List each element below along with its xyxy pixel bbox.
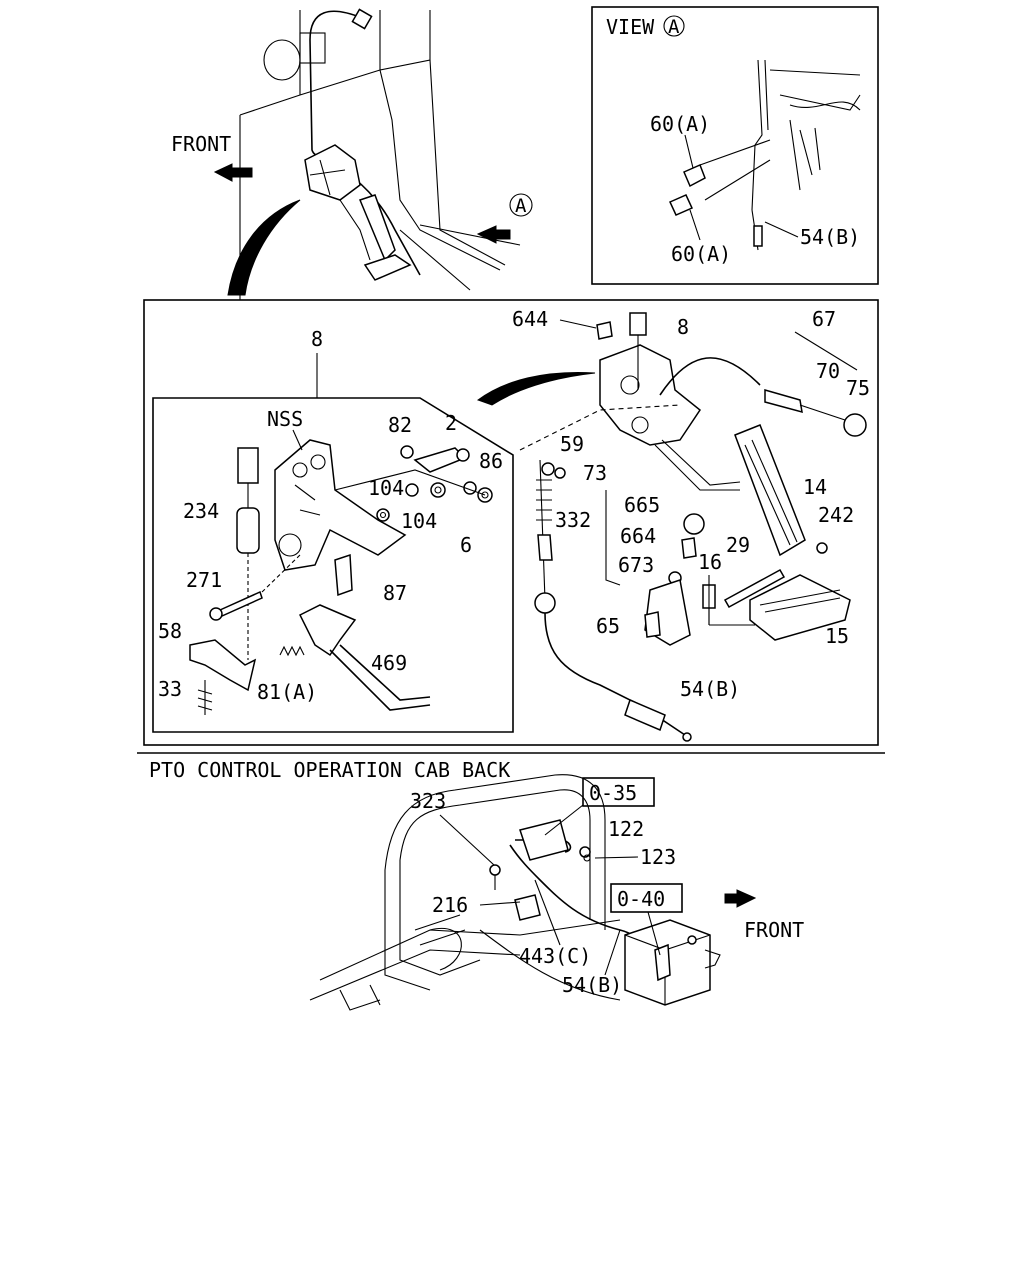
label-pto-front: FRONT (744, 918, 804, 942)
label-58: 58 (158, 619, 182, 643)
view-a-title: VIEW (606, 15, 655, 39)
leader-67 (794, 331, 858, 371)
leader-0-40 (647, 911, 661, 956)
label-104-a: 104 (368, 476, 404, 500)
label-242: 242 (818, 503, 854, 527)
label-70: 70 (816, 359, 840, 383)
ref-0-35-box (582, 777, 655, 807)
main-panel-frame (143, 299, 879, 746)
label-59: 59 (560, 432, 584, 456)
label-2: 2 (445, 411, 457, 435)
label-ref-0-35: 0-35 (589, 781, 637, 805)
leader-323 (439, 814, 495, 866)
label-234: 234 (183, 499, 219, 523)
leader-0-35 (544, 804, 584, 836)
detail-arrow-icon (476, 372, 596, 406)
label-104-b: 104 (401, 509, 437, 533)
label-60a-top: 60(A) (650, 112, 710, 136)
label-644: 644 (512, 307, 548, 331)
label-87: 87 (383, 581, 407, 605)
leader-443c (534, 879, 561, 946)
label-271: 271 (186, 568, 222, 592)
label-nss: NSS (267, 407, 303, 431)
label-332: 332 (555, 508, 591, 532)
label-443c: 443(C) (519, 944, 591, 968)
label-65: 65 (596, 614, 620, 638)
label-60a-bottom: 60(A) (671, 242, 731, 266)
overview-illustration (227, 8, 521, 300)
label-54b-main: 54(B) (680, 677, 740, 701)
view-a-marker-circle (509, 193, 533, 217)
leader-123 (594, 856, 639, 859)
label-122: 122 (608, 817, 644, 841)
label-15: 15 (825, 624, 849, 648)
leader-644 (559, 319, 597, 329)
label-82: 82 (388, 413, 412, 437)
label-673: 673 (618, 553, 654, 577)
label-54b-view: 54(B) (800, 225, 860, 249)
pto-section-title: PTO CONTROL OPERATION CAB BACK (149, 758, 510, 782)
ref-0-40-box (610, 883, 683, 913)
label-73: 73 (583, 461, 607, 485)
label-29: 29 (726, 533, 750, 557)
pto-front-arrow-icon (724, 889, 757, 908)
label-54b-pto: 54(B) (562, 973, 622, 997)
leader-216 (479, 901, 521, 906)
pto-illustration (309, 774, 721, 1011)
label-14: 14 (803, 475, 827, 499)
label-67: 67 (812, 307, 836, 331)
subassembly-callout: 8 (311, 327, 323, 351)
assembly-illustration (519, 312, 867, 742)
label-16: 16 (698, 550, 722, 574)
label-81a: 81(A) (257, 680, 317, 704)
label-123: 123 (640, 845, 676, 869)
label-323: 323 (410, 789, 446, 813)
subassembly-frame (152, 397, 514, 733)
label-86: 86 (479, 449, 503, 473)
view-a-box (591, 6, 879, 285)
front-arrow-icon (213, 163, 253, 182)
view-a-title-letter: A (668, 16, 680, 38)
front-label: FRONT (171, 132, 231, 156)
view-direction-arrow-icon (476, 225, 511, 244)
subassembly-illustration (189, 439, 493, 715)
leader-54b-pto (604, 929, 621, 976)
label-216: 216 (432, 893, 468, 917)
label-33: 33 (158, 677, 182, 701)
label-469: 469 (371, 651, 407, 675)
leader-nss (292, 429, 303, 451)
label-6: 6 (460, 533, 472, 557)
label-665: 665 (624, 493, 660, 517)
view-a-leader-lines (684, 134, 799, 241)
label-75: 75 (846, 376, 870, 400)
label-8: 8 (677, 315, 689, 339)
label-664: 664 (620, 524, 656, 548)
label-ref-0-40: 0-40 (617, 887, 665, 911)
view-a-title-circle (663, 15, 685, 37)
view-a-marker-letter: A (515, 195, 527, 217)
